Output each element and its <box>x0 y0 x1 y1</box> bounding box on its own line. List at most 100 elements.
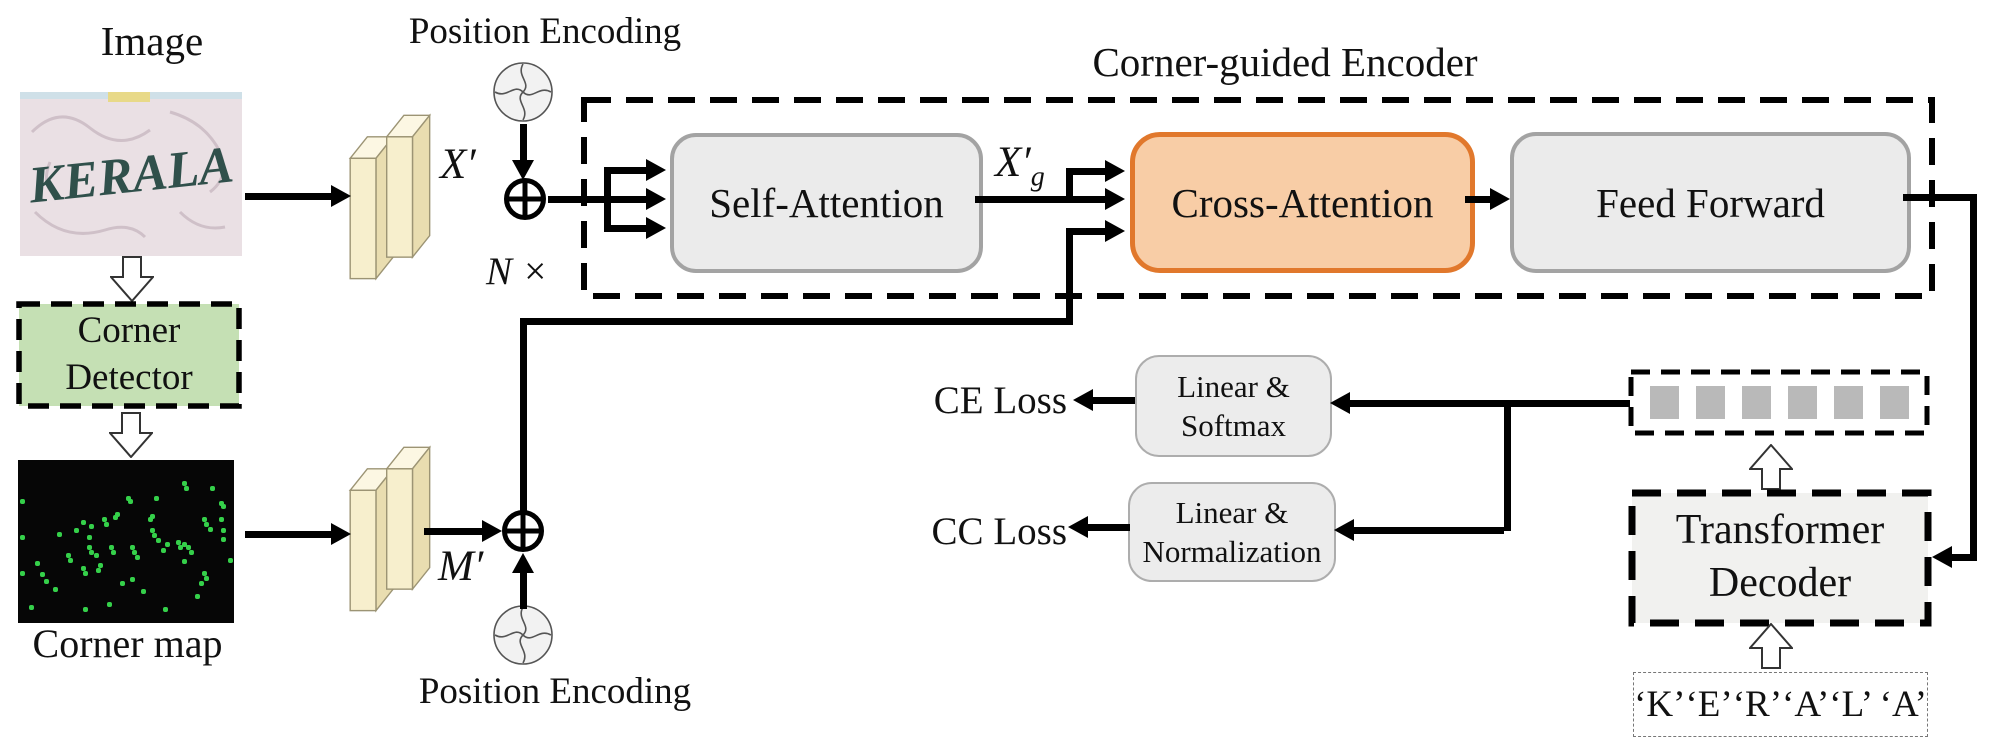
ce-loss-label: CE Loss <box>933 379 1067 422</box>
transformer-decoder-box <box>1628 489 1932 627</box>
down-arrow-icon <box>110 256 154 302</box>
token-square <box>1741 386 1771 419</box>
feed-forward-block: Feed Forward <box>1510 132 1911 273</box>
corner-dot <box>221 528 227 534</box>
cross-attention-block: Cross-Attention <box>1130 132 1475 273</box>
decoder-input-tokens: ‘K’‘E’‘R’‘A’‘L’ ‘A’ <box>1633 672 1928 737</box>
connector-line <box>611 196 646 203</box>
connector-line <box>1066 228 1073 325</box>
corner-dot <box>156 538 162 544</box>
connector-line <box>1088 524 1130 531</box>
feed-forward-label: Feed Forward <box>1596 179 1825 226</box>
corner-dot <box>87 544 93 550</box>
corner-dot <box>108 544 114 550</box>
corner-dot <box>151 533 157 539</box>
arrowhead <box>1105 220 1125 242</box>
connector-line <box>1073 228 1105 235</box>
arrowhead <box>331 185 351 207</box>
input-image-label: Image <box>100 18 204 64</box>
corner-dot <box>35 561 41 567</box>
corner-dot <box>162 606 168 612</box>
corner-dot <box>65 552 71 558</box>
corner-dot <box>89 549 95 555</box>
connector-line <box>1093 397 1135 404</box>
arrowhead <box>1105 188 1125 210</box>
arrowhead <box>646 159 666 181</box>
connector-line <box>1073 168 1105 175</box>
corner-dot <box>175 539 181 545</box>
corner-dot <box>130 544 136 550</box>
connector-line <box>245 193 331 200</box>
connector-line <box>1952 554 1974 561</box>
image-feature-label: X′ <box>440 141 476 188</box>
corner-dot <box>67 557 73 563</box>
corner-dot <box>201 517 207 523</box>
corner-dot <box>221 536 227 542</box>
corner-dot <box>113 515 119 521</box>
down-arrow-icon <box>109 412 153 458</box>
token-square <box>1879 386 1909 419</box>
token-row <box>1633 374 1925 431</box>
arrowhead <box>512 553 534 573</box>
corner-detector-box <box>16 301 242 409</box>
connector-line <box>1903 194 1977 201</box>
arrowhead <box>1073 389 1093 411</box>
linear-normalization-line2: Normalization <box>1142 534 1322 569</box>
arrowhead <box>1334 519 1354 541</box>
corner-dot <box>74 528 80 534</box>
corner-dot <box>203 575 209 581</box>
connector-line <box>1073 196 1105 203</box>
cnn-blocks-icon <box>348 113 432 281</box>
connector-line <box>1066 168 1073 203</box>
token-square <box>1787 386 1817 419</box>
connector-line <box>1348 400 1630 407</box>
connector-line <box>1504 403 1511 531</box>
arrowhead <box>331 523 351 545</box>
corner-map <box>18 460 234 623</box>
arrowhead <box>1105 160 1125 182</box>
corner-dot <box>97 562 103 568</box>
connector-line <box>520 573 527 609</box>
corner-dot <box>199 580 205 586</box>
add-node-icon <box>504 178 546 220</box>
corner-dot <box>154 495 160 501</box>
self-attention-block: Self-Attention <box>670 133 983 273</box>
guided-feature-sub: g <box>1030 161 1045 193</box>
corner-dot <box>227 557 233 563</box>
corner-dot <box>149 513 155 519</box>
corner-dot <box>203 521 209 527</box>
connector-line <box>245 531 331 538</box>
corner-dot <box>134 554 140 560</box>
corner-dot <box>20 570 26 576</box>
corner-dot <box>110 549 116 555</box>
corner-dot <box>132 549 138 555</box>
connector-line <box>611 225 646 232</box>
corner-dot <box>106 601 112 607</box>
connector-line <box>1465 196 1490 203</box>
position-encoding-bottom-label: Position Encoding <box>418 671 692 712</box>
corner-dot <box>184 486 190 492</box>
corner-dot <box>218 517 224 523</box>
position-encoding-top-label: Position Encoding <box>408 11 682 52</box>
corner-dot <box>182 541 188 547</box>
encoder-title: Corner-guided Encoder <box>1092 39 1478 85</box>
corner-dot <box>147 517 153 523</box>
corner-dot <box>20 499 26 505</box>
corner-dot <box>87 534 93 540</box>
corner-map-label: Corner map <box>32 621 223 666</box>
corner-dot <box>80 520 86 526</box>
up-arrow-icon <box>1749 444 1793 490</box>
corner-detector-label: Corner Detector <box>65 310 193 398</box>
corner-dot <box>160 548 166 554</box>
cnn-blocks-icon <box>348 445 432 613</box>
corner-dot <box>102 517 108 523</box>
corner-dot <box>177 544 183 550</box>
cc-loss-label: CC Loss <box>931 510 1067 553</box>
corner-dot <box>80 565 86 571</box>
corner-dot <box>210 486 216 492</box>
connector-line <box>611 167 646 174</box>
corner-dot <box>130 577 136 583</box>
connector-line <box>975 196 1073 203</box>
corner-dot <box>104 521 110 527</box>
